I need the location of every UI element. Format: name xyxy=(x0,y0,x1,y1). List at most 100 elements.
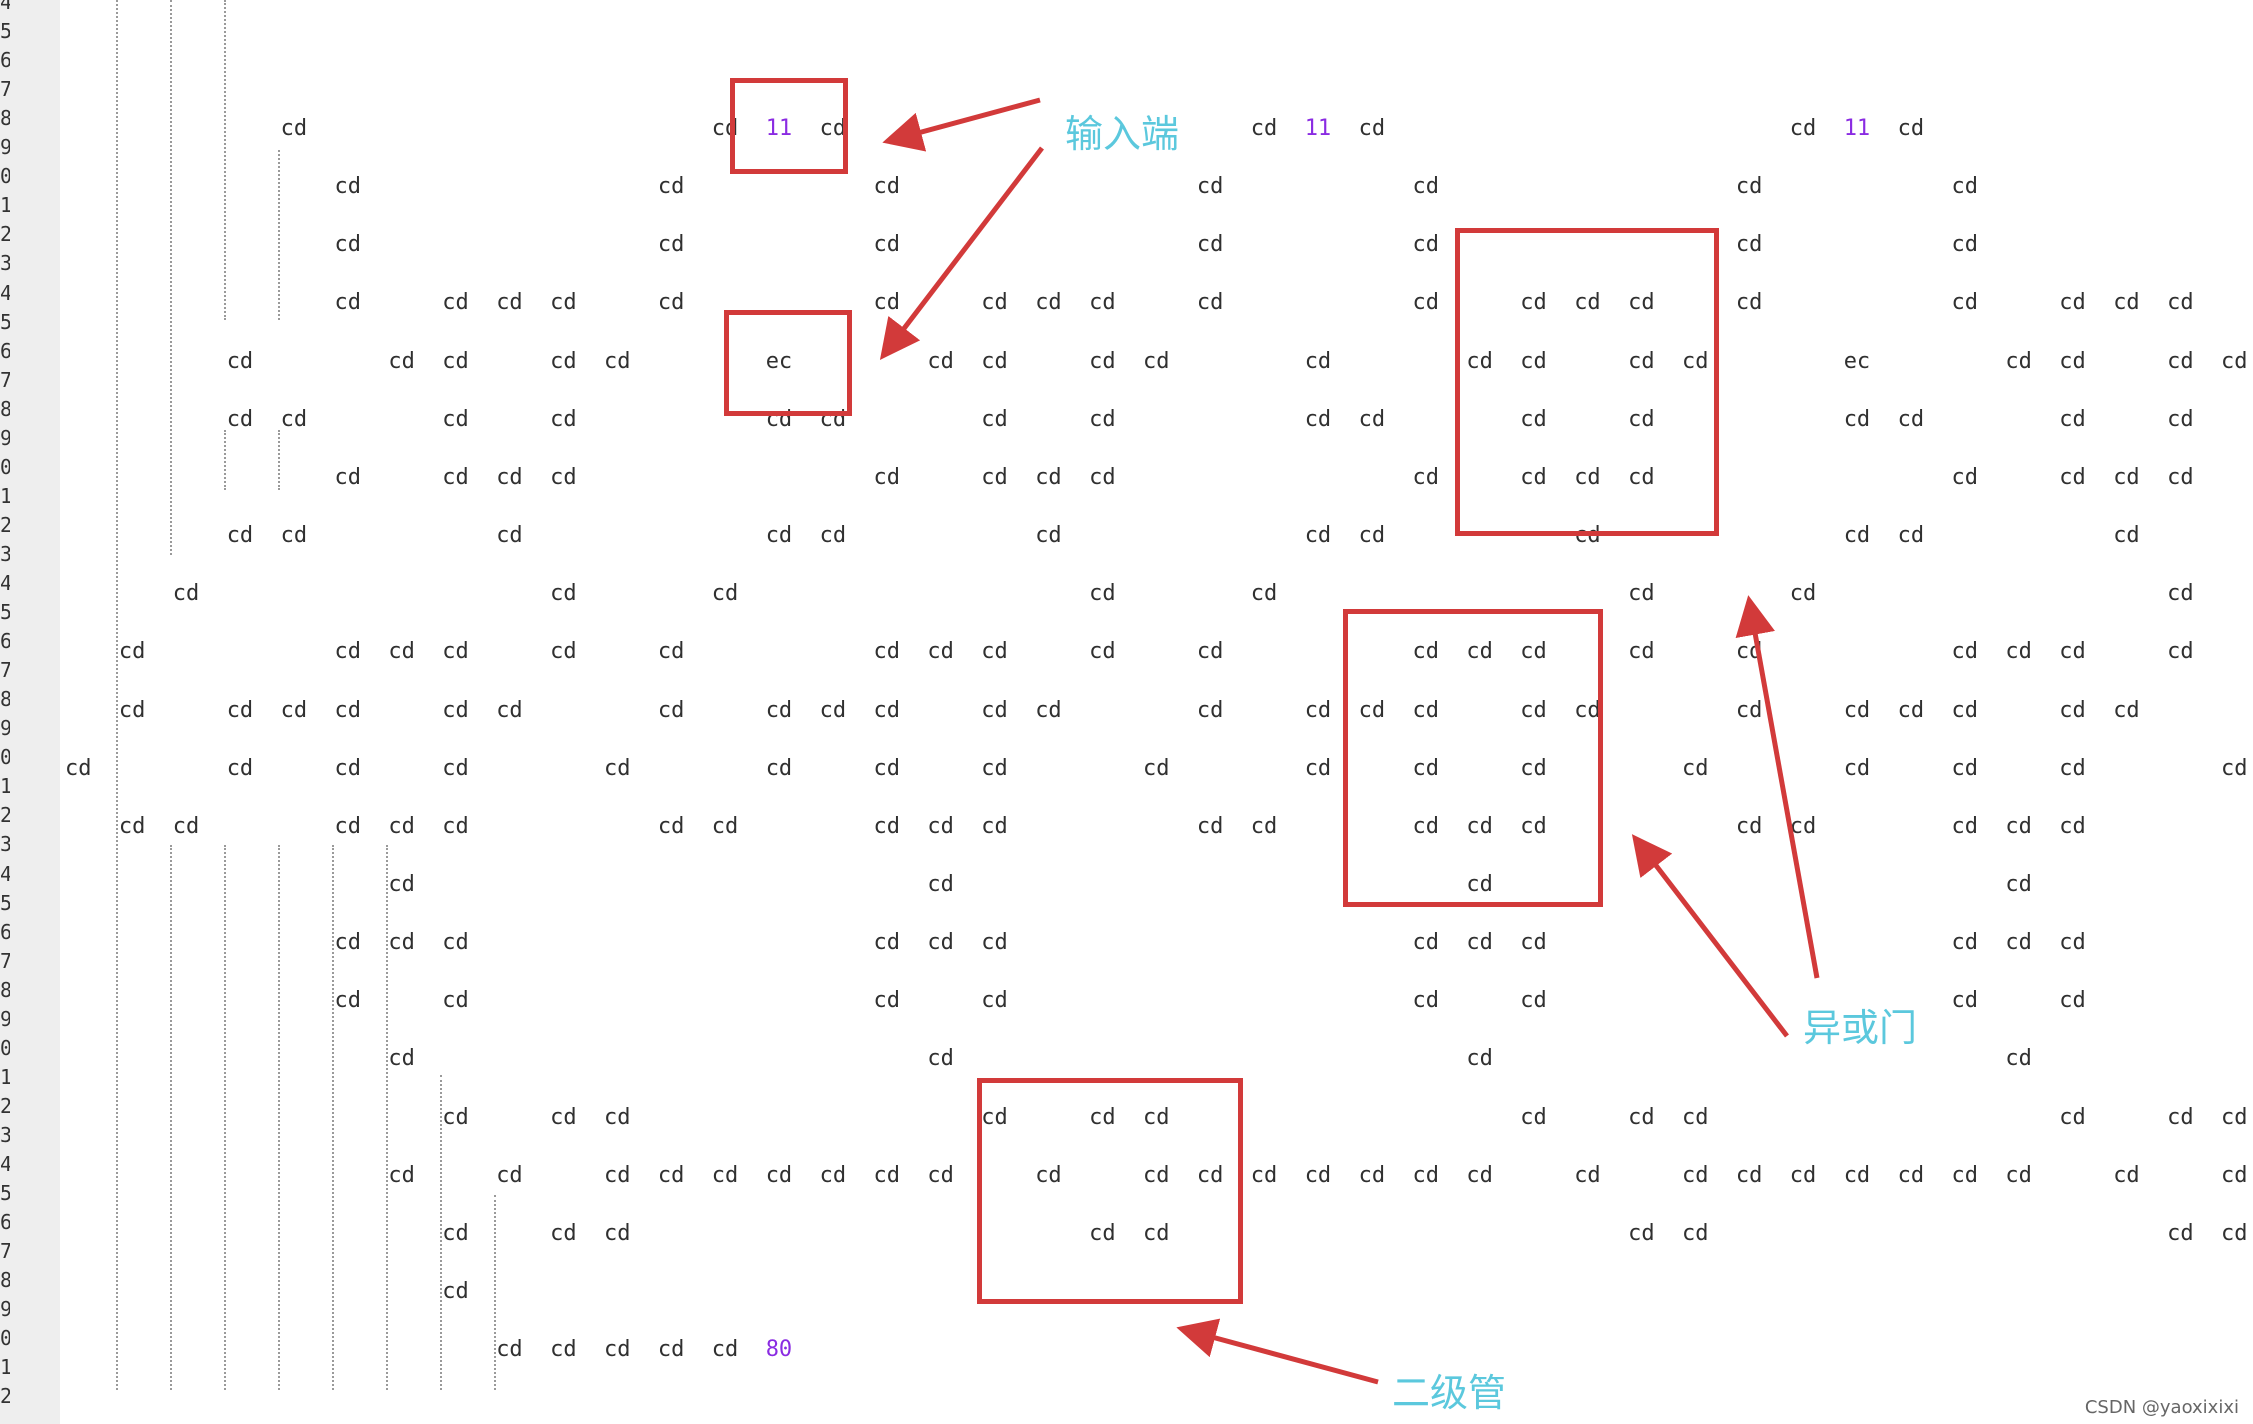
code-token: cd xyxy=(2113,523,2140,549)
code-token: cd xyxy=(1843,755,1871,781)
indent-guide xyxy=(224,845,226,1390)
code-token: cd xyxy=(1897,1162,1925,1188)
code-token: cd xyxy=(2059,639,2086,665)
code-token: cd xyxy=(873,639,901,665)
line-number: 2 xyxy=(0,224,10,245)
code-token: cd xyxy=(819,406,847,432)
code-token: ec xyxy=(765,348,793,374)
code-token: cd xyxy=(1843,406,1871,432)
code-token: cd xyxy=(2059,988,2086,1014)
code-token: cd xyxy=(334,697,362,723)
line-number: 6 xyxy=(0,340,10,361)
code-token: cd xyxy=(927,1162,954,1188)
code-token: cd xyxy=(981,464,1008,490)
code-token: cd xyxy=(442,1104,469,1130)
code-token: cd xyxy=(334,290,362,316)
code-token: cd xyxy=(1789,581,1817,607)
code-token: cd xyxy=(2221,348,2248,374)
code-token: cd xyxy=(1628,639,1655,665)
code-token: cd xyxy=(1628,348,1655,374)
code-token: cd xyxy=(1574,290,1601,316)
code-token: cd xyxy=(550,290,577,316)
line-number: 6 xyxy=(0,631,10,652)
code-token: cd xyxy=(981,697,1008,723)
code-token: cd xyxy=(1035,697,1062,723)
code-token: cd xyxy=(1143,348,1170,374)
code-token: cd xyxy=(2113,290,2140,316)
line-number: 8 xyxy=(0,398,10,419)
code-token: cd xyxy=(1250,1162,1278,1188)
xor-gate-label: 异或门 xyxy=(1803,1006,1918,1050)
code-token: cd xyxy=(334,988,362,1014)
code-token: cd xyxy=(981,930,1008,956)
code-token: cd xyxy=(657,813,685,839)
line-number: 7 xyxy=(0,660,10,681)
code-token: cd xyxy=(1682,1104,1709,1130)
line-number: 0 xyxy=(0,1328,10,1349)
code-token: cd xyxy=(873,232,901,258)
code-token: cd xyxy=(604,1162,631,1188)
code-token: cd xyxy=(873,813,901,839)
code-token: cd xyxy=(1304,523,1332,549)
code-token: cd xyxy=(1466,930,1493,956)
code-token: cd xyxy=(1520,290,1547,316)
code-token: cd xyxy=(550,406,577,432)
code-token: cd xyxy=(819,1162,847,1188)
code-token: cd xyxy=(1412,174,1440,200)
code-token: cd xyxy=(1358,1162,1386,1188)
code-token: cd xyxy=(1412,697,1440,723)
line-number: 3 xyxy=(0,834,10,855)
code-token: cd xyxy=(1412,1162,1440,1188)
line-number: 1 xyxy=(0,195,10,216)
code-token: cd xyxy=(1196,174,1224,200)
code-token: cd xyxy=(442,406,469,432)
code-token: cd xyxy=(2059,813,2086,839)
code-token: cd xyxy=(657,1162,685,1188)
code-token: cd xyxy=(1196,1162,1224,1188)
code-token: cd xyxy=(2059,348,2086,374)
code-token: cd xyxy=(1035,1162,1062,1188)
line-number: 2 xyxy=(0,805,10,826)
code-token: cd xyxy=(118,697,146,723)
code-token: cd xyxy=(442,290,469,316)
line-number: 8 xyxy=(0,108,10,129)
code-token: cd xyxy=(1789,813,1817,839)
code-token: cd xyxy=(873,988,901,1014)
code-token: cd xyxy=(1089,348,1116,374)
code-token: cd xyxy=(2005,871,2032,897)
code-token: cd xyxy=(442,813,469,839)
code-token: cd xyxy=(1196,697,1224,723)
code-token: cd xyxy=(604,1337,631,1363)
line-number: 0 xyxy=(0,166,10,187)
code-token: cd xyxy=(1520,813,1547,839)
code-token: cd xyxy=(2167,1104,2194,1130)
indent-guide xyxy=(224,0,226,320)
code-token: cd xyxy=(1682,348,1709,374)
code-token: cd xyxy=(550,464,577,490)
code-token: cd xyxy=(1520,755,1547,781)
code-token: cd xyxy=(927,930,954,956)
code-token: cd xyxy=(1466,348,1493,374)
code-token: cd xyxy=(1789,1162,1817,1188)
code-token: cd xyxy=(1412,813,1440,839)
code-token: cd xyxy=(2113,464,2140,490)
input-terminal-box-top xyxy=(730,78,848,174)
code-token: cd xyxy=(2005,639,2032,665)
code-token: cd xyxy=(981,1104,1008,1130)
code-token: cd xyxy=(334,813,362,839)
line-number: 9 xyxy=(0,137,10,158)
line-number: 7 xyxy=(0,1241,10,1262)
indent-guide xyxy=(170,0,172,555)
code-token: cd xyxy=(981,348,1008,374)
code-token: cd xyxy=(2059,406,2086,432)
watermark: CSDN @yaoxixixi xyxy=(2084,1397,2239,1418)
line-number: 6 xyxy=(0,1212,10,1233)
code-token: cd xyxy=(496,697,523,723)
code-token: cd xyxy=(1520,697,1547,723)
code-token: cd xyxy=(873,464,901,490)
code-token: cd xyxy=(1196,639,1224,665)
line-number: 8 xyxy=(0,979,10,1000)
code-token: cd xyxy=(604,1104,631,1130)
indent-guide xyxy=(170,845,172,1390)
